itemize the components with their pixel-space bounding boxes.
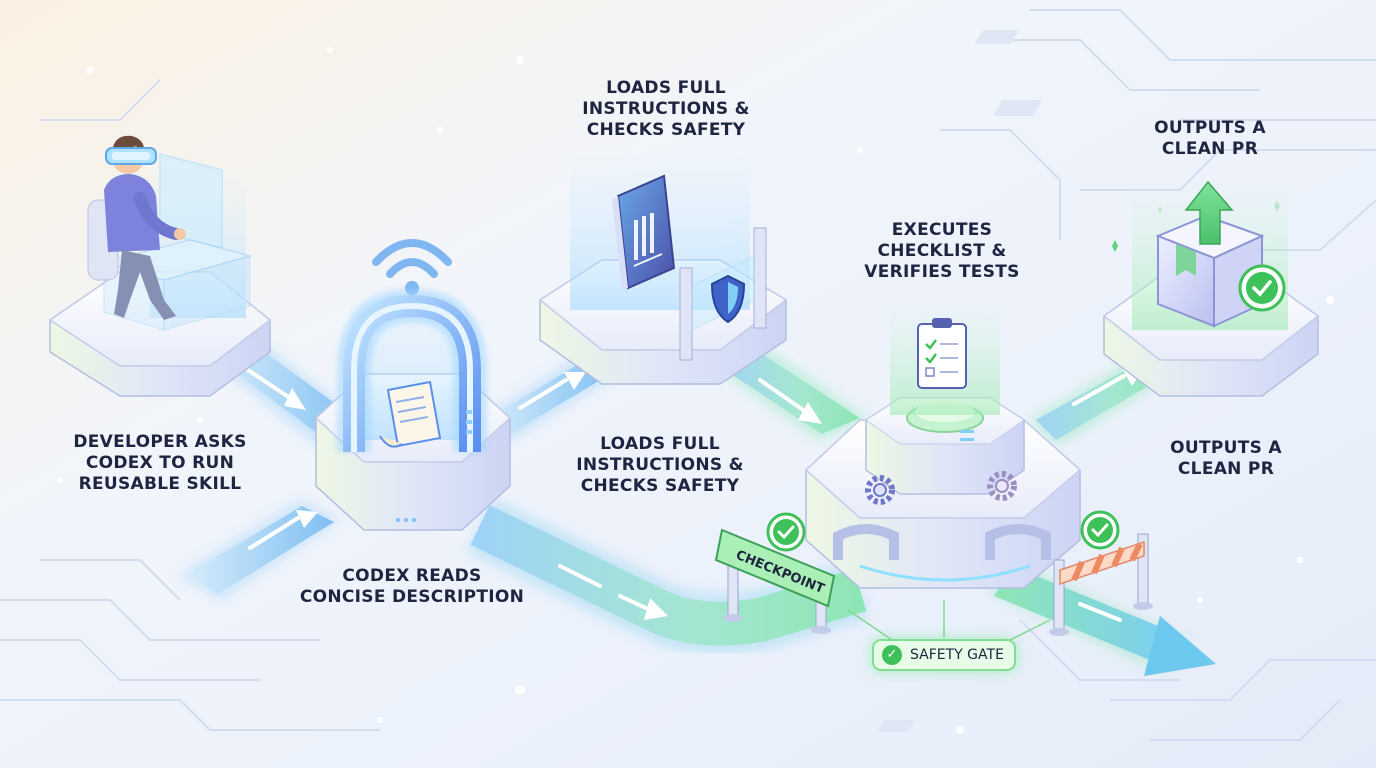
path-codex-to-book: [480, 350, 620, 442]
safety-gate-label: SAFETY GATE: [910, 647, 1004, 663]
path-book-to-hub: [708, 344, 870, 440]
shield-icon: [710, 274, 746, 324]
barrier-gate-icon: [1049, 533, 1153, 636]
circuit-chips: [877, 30, 1043, 732]
glowing-arch-portal-icon: [337, 288, 487, 452]
step-label-line: CODEX TO RUN: [85, 453, 235, 473]
step-label-line: VERIFIES TESTS: [864, 262, 1020, 282]
safety-gate-connectors: [847, 600, 1051, 641]
instruction-book-icon: [612, 174, 676, 290]
step-label-loads-bottom: LOADS FULL INSTRUCTIONS & CHECKS SAFETY: [560, 434, 760, 497]
path-lower-left-entry: [180, 500, 340, 600]
step-label-line: OUTPUTS A: [1154, 118, 1266, 138]
step-label-line: INSTRUCTIONS &: [576, 455, 744, 475]
step-label-line: REUSABLE SKILL: [78, 474, 242, 494]
step-label-line: CLEAN PR: [1161, 139, 1259, 159]
step-label-line: EXECUTES: [891, 220, 993, 240]
step-label-line: CLEAN PR: [1177, 459, 1275, 479]
sparkles: [57, 47, 1334, 734]
scroll-document-icon: [379, 380, 442, 448]
upload-arrow-icon: [1184, 180, 1234, 245]
circuit-traces: [0, 9, 1376, 741]
check-circle-icon: ✓: [882, 645, 902, 665]
step-label-line: LOADS FULL: [606, 78, 726, 98]
path-exit-arrow: [988, 560, 1216, 676]
check-circle-icon: [766, 512, 806, 552]
step-label-line: OUTPUTS A: [1170, 438, 1282, 458]
step-label-line: CONCISE DESCRIPTION: [299, 587, 525, 607]
step-label-line: CHECKLIST &: [877, 241, 1007, 261]
path-codex-to-checkpoint: [466, 497, 869, 654]
step-label-outputs-bottom: OUTPUTS A CLEAN PR: [1136, 438, 1316, 480]
safety-gate-badge: ✓ SAFETY GATE: [872, 639, 1016, 671]
step-label-developer: DEVELOPER ASKS CODEX TO RUN REUSABLE SKI…: [54, 432, 266, 495]
developer-vr-headset-icon: [87, 135, 252, 331]
step-label-line: LOADS FULL: [600, 434, 720, 454]
step-label-outputs-top: OUTPUTS A CLEAN PR: [1120, 118, 1300, 160]
checklist-clipboard-icon: [917, 318, 967, 389]
step-label-executes: EXECUTES CHECKLIST & VERIFIES TESTS: [842, 220, 1042, 283]
step-label-line: DEVELOPER ASKS: [73, 432, 247, 452]
check-circle-icon: [1238, 264, 1286, 312]
step-label-line: CHECKS SAFETY: [586, 120, 746, 140]
step-label-loads-top: LOADS FULL INSTRUCTIONS & CHECKS SAFETY: [566, 78, 766, 141]
gear-icon: [865, 475, 895, 505]
sparkle-accents: [1112, 200, 1280, 252]
check-circle-icon: [1080, 510, 1120, 550]
step-label-line: INSTRUCTIONS &: [582, 99, 750, 119]
step-label-codex-reads: CODEX READS CONCISE DESCRIPTION: [292, 566, 532, 608]
step-label-line: CODEX READS: [342, 566, 482, 586]
step-label-line: CHECKS SAFETY: [580, 476, 740, 496]
gear-icon-right: [987, 471, 1017, 501]
